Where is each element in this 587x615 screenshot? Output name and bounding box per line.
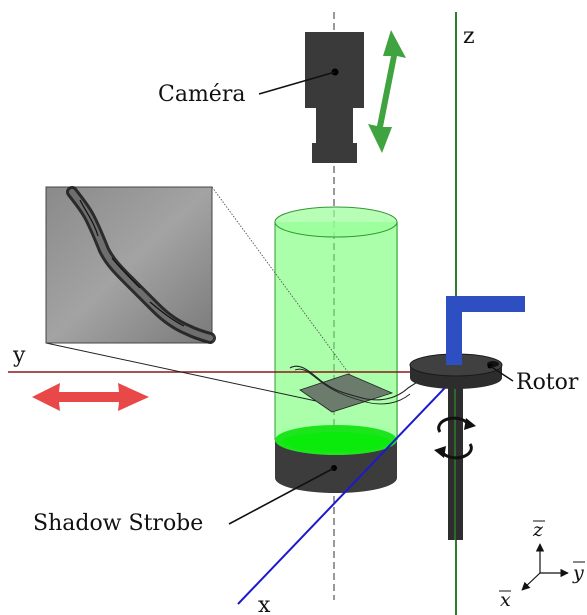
x-axis-label: x xyxy=(258,593,271,615)
y-axis-label: y xyxy=(12,343,26,368)
inset-projection-line-bottom xyxy=(45,342,331,405)
camera-leader-line xyxy=(258,71,336,95)
z-axis-label: z xyxy=(463,24,475,49)
particle-in-volume xyxy=(289,365,427,413)
rotor xyxy=(409,353,503,540)
rotor-arm xyxy=(446,296,525,365)
triad-y-label: y xyxy=(572,562,584,584)
rotor-leader-line xyxy=(489,365,514,382)
camera-label: Caméra xyxy=(158,82,245,107)
shadow-strobe-leader-line xyxy=(228,467,335,525)
rotor-label: Rotor xyxy=(516,370,579,395)
camera xyxy=(305,32,364,163)
camera-motion-double-arrow xyxy=(368,30,406,153)
x-axis-line xyxy=(237,371,461,605)
shadow-strobe xyxy=(275,425,397,493)
rotation-arrows xyxy=(434,416,476,460)
coordinate-triad: z y x xyxy=(499,519,585,611)
particle-shadow-image xyxy=(45,186,216,344)
shadow-strobe-label: Shadow Strobe xyxy=(33,511,203,536)
triad-x-label: x xyxy=(500,589,511,611)
triad-z-label: z xyxy=(532,519,544,541)
horizontal-motion-double-arrow xyxy=(32,383,149,411)
